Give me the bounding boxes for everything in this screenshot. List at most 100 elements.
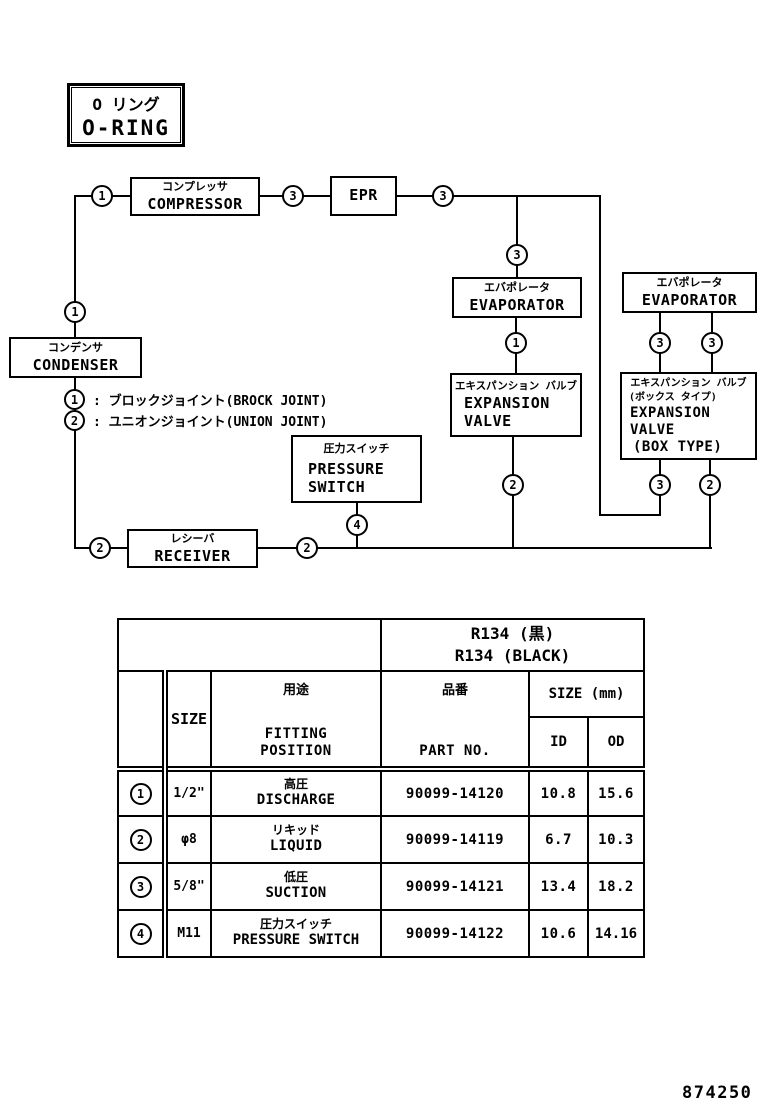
header-part-en: PART NO. (419, 743, 491, 760)
expansion-valve-label-en1: EXPANSION (464, 393, 550, 412)
connector-line (74, 195, 76, 339)
connector-line (599, 195, 601, 516)
header-symbol-cell (117, 670, 168, 770)
legend-symbol-1: 1 (64, 389, 85, 410)
row-size-cell: φ8 (164, 815, 212, 864)
condenser-label-en: CONDENSER (32, 355, 119, 374)
row-fitting-en: LIQUID (269, 838, 323, 855)
row-fitting-cell: リキッド LIQUID (210, 815, 382, 864)
row-symbol-circle: 3 (129, 875, 152, 898)
oring-title-inner: O リング O-RING (71, 87, 181, 143)
header-subrow: ID OD (118, 716, 645, 770)
table-row: 2 φ8 リキッド LIQUID 90099-14119 6.7 10.3 (117, 815, 645, 864)
pressure-switch-label-jp: 圧力スイッチ (323, 441, 390, 455)
joint-circle-receiver-out: 2 (296, 537, 318, 559)
row-od-cell: 15.6 (587, 766, 645, 817)
row-fitting-cell: 圧力スイッチ PRESSURE SWITCH (210, 909, 382, 958)
refrigerant-band-empty-cell (117, 618, 382, 672)
joint-circle-evap-right-out2: 3 (701, 332, 723, 354)
pressure-switch-box: 圧力スイッチ PRESSURE SWITCH (291, 435, 422, 503)
epr-box: EPR (330, 176, 397, 216)
compressor-box: コンプレッサ COMPRESSOR (130, 177, 260, 216)
joint-circle-pressure-switch: 4 (346, 514, 368, 536)
expansion-valve-box-type-label-jp2: (ボックス タイプ) (629, 391, 717, 403)
joint-circle-condenser-in: 1 (64, 301, 86, 323)
joint-circle-expv-out: 2 (502, 474, 524, 496)
row-part-cell: 90099-14121 (380, 862, 530, 911)
header-od-cell: OD (587, 716, 645, 770)
oring-title-box: O リング O-RING (67, 83, 185, 147)
refrigerant-en: R134 (BLACK) (454, 646, 571, 665)
joint-circle-expv-box-out2: 2 (699, 474, 721, 496)
row-part-cell: 90099-14119 (380, 815, 530, 864)
connector-line (709, 459, 711, 548)
row-fitting-en: PRESSURE SWITCH (232, 932, 360, 949)
row-size-cell: 1/2" (164, 766, 212, 817)
row-fitting-jp: 高圧 (283, 777, 308, 792)
evaporator-right-label-en: EVAPORATOR (641, 290, 738, 309)
row-fitting-jp: 低圧 (283, 870, 308, 885)
row-fitting-jp: 圧力スイッチ (259, 917, 332, 932)
receiver-label-jp: レシーバ (170, 532, 215, 546)
refrigerant-band-cell: R134 (黒) R134 (BLACK) (380, 618, 645, 672)
joint-circle-compressor-in: 1 (91, 185, 113, 207)
row-od-cell: 10.3 (587, 815, 645, 864)
header-part-jp: 品番 (441, 683, 468, 698)
joint-circle-epr-out: 3 (432, 185, 454, 207)
row-fitting-cell: 高圧 DISCHARGE (210, 766, 382, 817)
header-row: SIZE 用途 FITTING POSITION 品番 PART NO. (117, 670, 645, 770)
legend-item-block-joint: 1 : ブロックジョイント(BROCK JOINT) (64, 389, 327, 410)
row-size-cell: 5/8" (164, 862, 212, 911)
expansion-valve-box-type-box: エキスパンション バルブ (ボックス タイプ) EXPANSION VALVE … (620, 372, 757, 460)
row-size-cell: M11 (164, 909, 212, 958)
oring-title-en: O-RING (82, 115, 170, 140)
row-symbol-cell: 1 (117, 766, 168, 817)
evaporator-right-box: エバポレータ EVAPORATOR (622, 272, 757, 313)
header-part-cell: 品番 PART NO. (380, 670, 530, 770)
connector-line (516, 195, 518, 279)
header-fitting-jp: 用途 (282, 683, 309, 698)
header-size-mm-cell: SIZE (mm) (528, 670, 645, 718)
row-symbol-cell: 4 (117, 909, 168, 958)
header-fitting-en2: POSITION (260, 743, 332, 760)
row-symbol-cell: 2 (117, 815, 168, 864)
table-row: 1 1/2" 高圧 DISCHARGE 90099-14120 10.8 15.… (117, 766, 645, 817)
compressor-label-jp: コンプレッサ (162, 180, 228, 194)
connector-line (74, 377, 76, 549)
row-id-cell: 6.7 (528, 815, 589, 864)
expansion-valve-label-jp: エキスパンション バルブ (454, 379, 578, 392)
joint-circle-receiver-in: 2 (89, 537, 111, 559)
legend-symbol-2: 2 (64, 410, 85, 431)
row-part-cell: 90099-14122 (380, 909, 530, 958)
row-od-cell: 14.16 (587, 909, 645, 958)
header-size-cell: SIZE (164, 670, 212, 770)
joint-circle-evap-left-in: 3 (506, 244, 528, 266)
legend-label-union-joint: : ユニオンジョイント(UNION JOINT) (93, 415, 328, 430)
row-symbol-circle: 1 (129, 782, 152, 805)
evaporator-left-label-en: EVAPORATOR (469, 295, 565, 314)
connector-line (395, 195, 601, 197)
receiver-box: レシーバ RECEIVER (127, 529, 258, 568)
expansion-valve-box-type-label-en3: (BOX TYPE) (633, 439, 723, 456)
evaporator-left-box: エバポレータ EVAPORATOR (452, 277, 582, 318)
row-symbol-cell: 3 (117, 862, 168, 911)
table-row: 3 5/8" 低圧 SUCTION 90099-14121 13.4 18.2 (117, 862, 645, 911)
pressure-switch-label-en1: PRESSURE (308, 459, 385, 478)
pressure-switch-label-en2: SWITCH (308, 478, 366, 497)
row-id-cell: 10.8 (528, 766, 589, 817)
table-row: 4 M11 圧力スイッチ PRESSURE SWITCH 90099-14122… (117, 909, 645, 958)
row-id-cell: 10.6 (528, 909, 589, 958)
row-id-cell: 13.4 (528, 862, 589, 911)
joint-circle-evap-left-out: 1 (505, 332, 527, 354)
oring-spec-table: R134 (黒) R134 (BLACK) SIZE 用途 FITTING PO… (117, 618, 645, 958)
row-part-cell: 90099-14120 (380, 766, 530, 817)
evaporator-right-label-jp: エバポレータ (656, 276, 723, 290)
expansion-valve-box-type-label-en2: VALVE (630, 421, 675, 438)
condenser-box: コンデンサ CONDENSER (9, 337, 142, 378)
refrigerant-jp: R134 (黒) (470, 623, 555, 643)
row-fitting-jp: リキッド (271, 823, 320, 838)
epr-label: EPR (349, 186, 378, 205)
compressor-label-en: COMPRESSOR (147, 194, 243, 213)
header-fitting-cell: 用途 FITTING POSITION (210, 670, 382, 770)
